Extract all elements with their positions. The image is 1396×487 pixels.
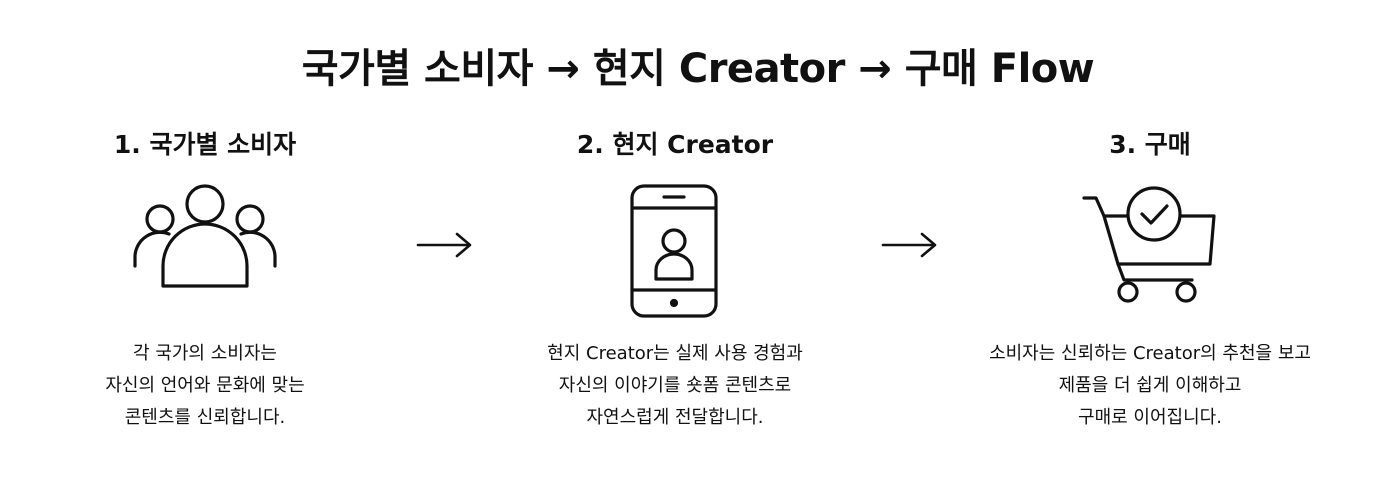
desc-line: 자신의 언어와 문화에 맞는	[105, 375, 305, 396]
desc-line: 자연스럽게 전달합니다.	[586, 407, 764, 428]
desc-line: 소비자는 신뢰하는 Creator의 추천을 보고	[989, 343, 1311, 364]
step-purchase: 3. 구매 소비자는 신뢰하는 Creator의 추천을 보고 제품을 더 쉽게…	[980, 128, 1320, 428]
diagram-title: 국가별 소비자 → 현지 Creator → 구매 Flow	[301, 46, 1095, 92]
desc-line: 자신의 이야기를 숏폼 콘텐츠로	[558, 375, 792, 396]
right-arrow-icon	[416, 232, 472, 258]
step-description: 소비자는 신뢰하는 Creator의 추천을 보고 제품을 더 쉽게 이해하고 …	[980, 338, 1320, 434]
desc-line: 콘텐츠를 신뢰합니다.	[124, 407, 286, 428]
right-arrow-icon	[881, 232, 937, 258]
step-creator: 2. 현지 Creator 현지 Creator는 실제 사용 경험과 자신의 …	[505, 128, 845, 428]
step-title: 1. 국가별 소비자	[113, 130, 297, 159]
desc-line: 현지 Creator는 실제 사용 경험과	[547, 343, 803, 364]
step-title: 2. 현지 Creator	[576, 130, 774, 159]
step-title: 3. 구매	[1109, 130, 1191, 159]
step-description: 각 국가의 소비자는 자신의 언어와 문화에 맞는 콘텐츠를 신뢰합니다.	[35, 338, 375, 434]
step-consumers: 1. 국가별 소비자 각 국가의 소비자는 자신의 언어와 문화에 맞는 콘텐츠…	[35, 128, 375, 428]
desc-line: 각 국가의 소비자는	[133, 343, 277, 364]
desc-line: 제품을 더 쉽게 이해하고	[1058, 375, 1242, 396]
smartphone-creator-icon	[630, 184, 718, 318]
step-description: 현지 Creator는 실제 사용 경험과 자신의 이야기를 숏폼 콘텐츠로 자…	[505, 338, 845, 434]
users-group-icon	[133, 184, 277, 288]
desc-line: 구매로 이어집니다.	[1078, 407, 1222, 428]
shopping-cart-check-icon	[1082, 186, 1216, 303]
